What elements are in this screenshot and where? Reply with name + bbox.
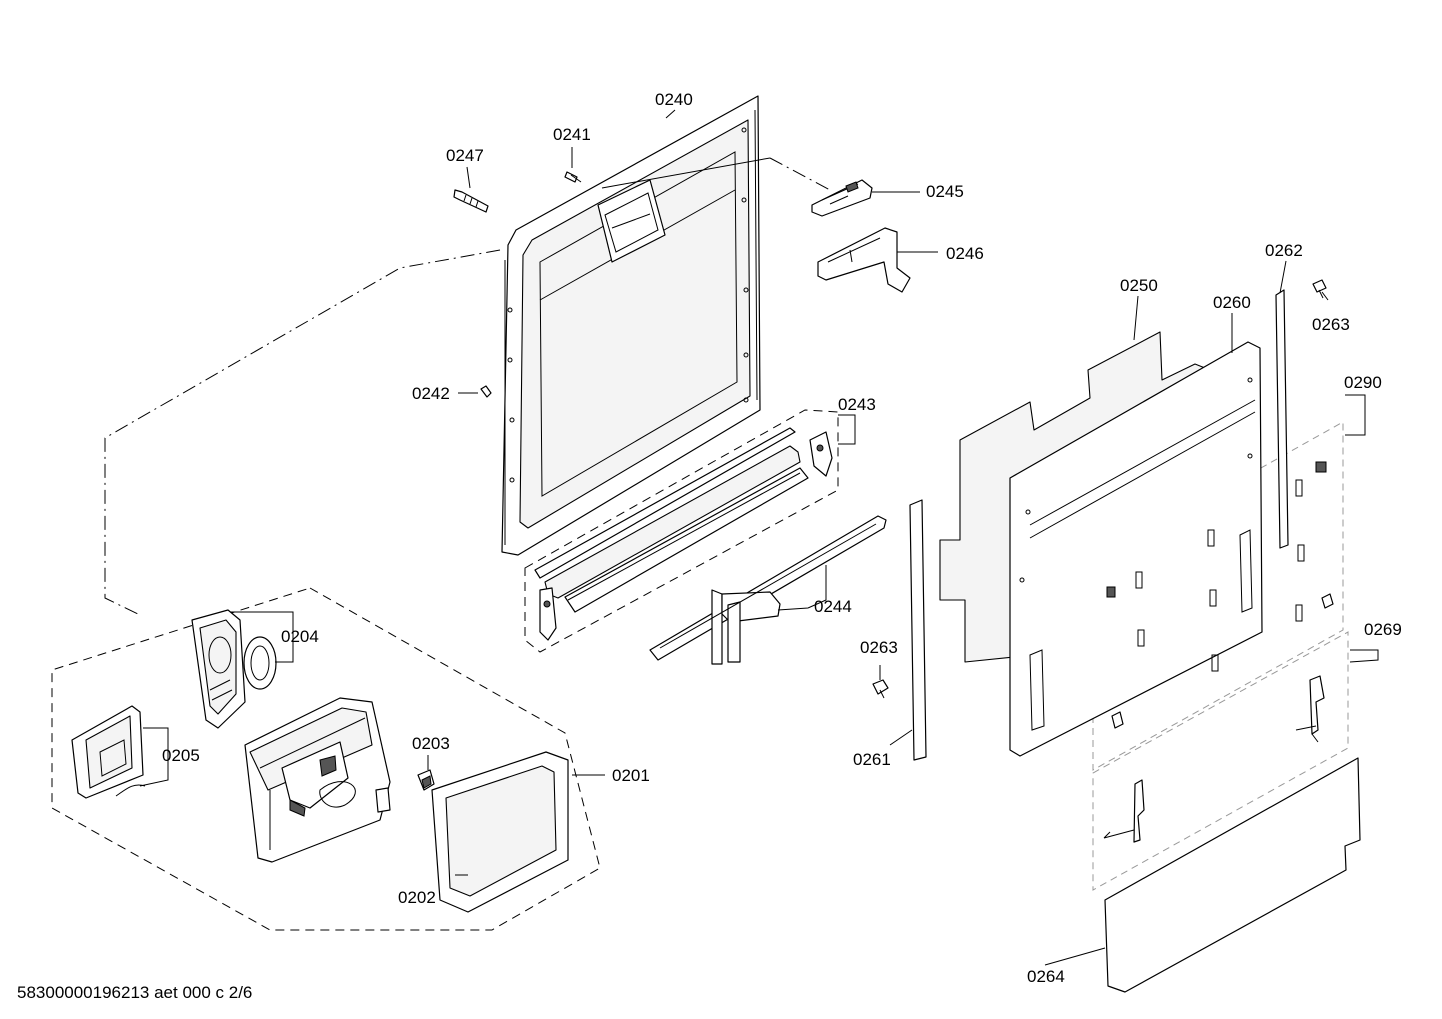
control-board-0205 <box>71 705 146 799</box>
door-assembly-dashdot-link <box>769 157 831 191</box>
ring-gasket-0204 <box>243 636 277 690</box>
hinge-group-dashed-boundary <box>524 409 839 653</box>
label-0205: 0205 <box>162 746 200 765</box>
label-0204: 0204 <box>281 627 319 646</box>
screw-0263-lower <box>872 679 889 699</box>
side-trim-0261 <box>909 499 927 761</box>
display-bezel-0204 <box>191 609 246 729</box>
document-id-footer: 58300000196213 aet 000 c 2/6 <box>17 983 252 1002</box>
control-module-dashed-boundary <box>51 587 601 931</box>
label-0261: 0261 <box>853 750 891 769</box>
screw-0242 <box>480 385 492 398</box>
panel-0269-dashed-boundary <box>1092 631 1349 891</box>
inner-door-frame-0240 <box>501 95 771 556</box>
door-assembly-dashdot-boundary <box>104 249 501 616</box>
hinge-rail-0244 <box>649 515 887 665</box>
leader-lines <box>139 109 1379 966</box>
label-0290: 0290 <box>1344 373 1382 392</box>
latch-bracket-0246 <box>817 227 911 293</box>
label-0244: 0244 <box>814 597 852 616</box>
control-housing-0201 <box>244 697 391 863</box>
label-0262: 0262 <box>1265 241 1303 260</box>
panel-0290-dashed-boundary <box>1092 421 1344 771</box>
hinge-strip-group-0243 <box>534 427 833 641</box>
label-0247: 0247 <box>446 146 484 165</box>
door-seal-frame-0202 <box>431 751 569 913</box>
label-0202: 0202 <box>398 888 436 907</box>
outer-door-panel-0260 <box>1009 341 1263 757</box>
label-0242: 0242 <box>412 384 450 403</box>
label-0263-lower: 0263 <box>860 638 898 657</box>
label-0201: 0201 <box>612 766 650 785</box>
label-0203: 0203 <box>412 734 450 753</box>
latch-part-0245 <box>811 179 873 217</box>
label-0246: 0246 <box>946 244 984 263</box>
side-trim-0262 <box>1275 289 1289 549</box>
panel-0290-clips <box>1106 461 1334 729</box>
label-0241: 0241 <box>553 125 591 144</box>
label-0240: 0240 <box>655 90 693 109</box>
label-0263-upper: 0263 <box>1312 315 1350 334</box>
clip-0203 <box>417 769 435 791</box>
label-0264: 0264 <box>1027 967 1065 986</box>
label-0260: 0260 <box>1213 293 1251 312</box>
latch-rods-0269 <box>1103 675 1325 843</box>
label-0250: 0250 <box>1120 276 1158 295</box>
label-0269: 0269 <box>1364 620 1402 639</box>
screw-0263-upper <box>1312 279 1327 299</box>
label-0243: 0243 <box>838 395 876 414</box>
screw-0241 <box>564 171 582 183</box>
screw-0247 <box>453 189 489 213</box>
label-0245: 0245 <box>926 182 964 201</box>
kickplate-0264 <box>1104 757 1361 993</box>
part-labels: 0240 0241 0247 0245 0246 0242 0243 0244 … <box>162 90 1402 986</box>
